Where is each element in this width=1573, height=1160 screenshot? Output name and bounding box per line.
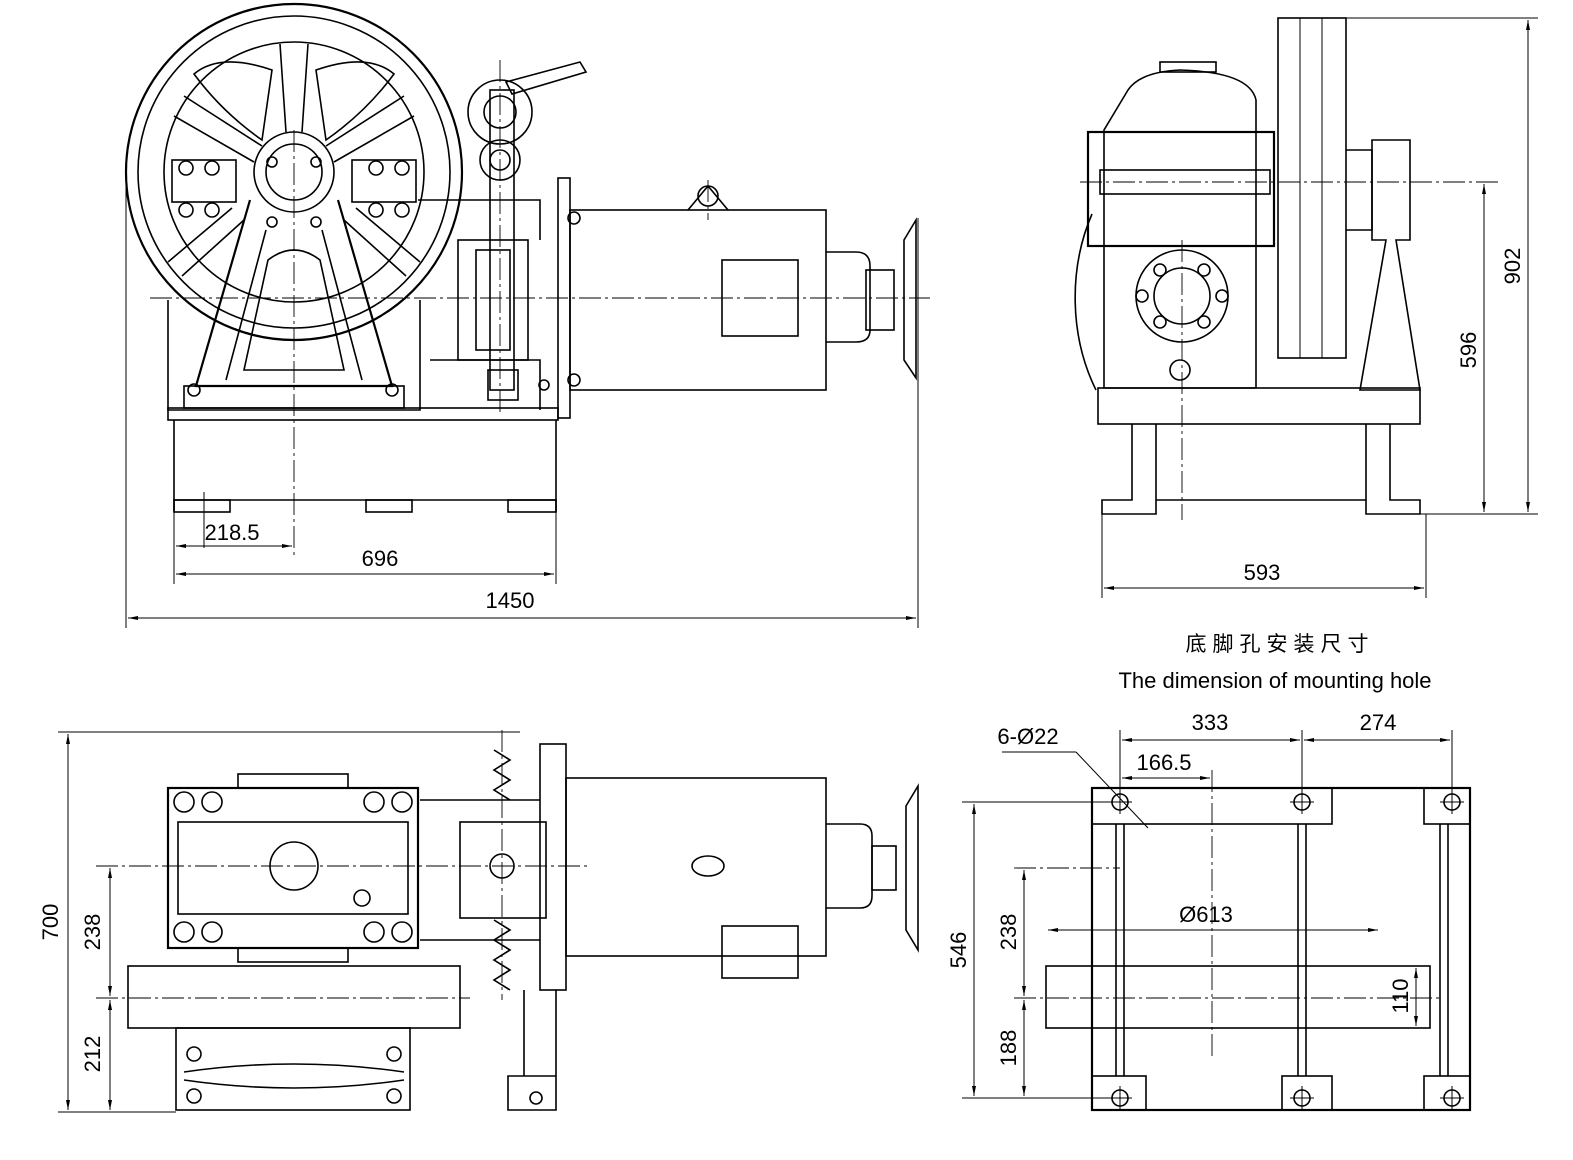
mount-dim-546: 546 [946, 932, 971, 969]
front-dimensions [125, 172, 919, 628]
side-view: 902 596 593 [1074, 17, 1538, 598]
mount-dim-238: 238 [996, 914, 1021, 951]
mounting-title-en: The dimension of mounting hole [1118, 668, 1432, 693]
top-dim-212: 212 [80, 1036, 105, 1073]
mounting-title-cn: 底脚孔安装尺寸 [1185, 632, 1375, 656]
base-frame [167, 407, 559, 513]
side-dim-593: 593 [1244, 560, 1281, 585]
mount-dim-274: 274 [1360, 710, 1397, 735]
mounting-dimensions [962, 730, 1453, 1099]
top-dim-238: 238 [80, 914, 105, 951]
front-view: 218.5 696 1450 [124, 2, 930, 628]
mount-dim-333: 333 [1192, 710, 1229, 735]
mount-dim-holes: 6-Ø22 [997, 724, 1058, 749]
top-view: 700 238 212 [38, 730, 919, 1113]
bearing-stand [183, 156, 405, 409]
side-dim-596: 596 [1456, 332, 1481, 369]
front-dim-696: 696 [362, 546, 399, 571]
mount-dim-166: 166.5 [1136, 750, 1191, 775]
mounting-holes [1108, 790, 1464, 1110]
mount-dim-110: 110 [1388, 978, 1413, 1013]
brake-assembly [418, 61, 588, 410]
mount-dim-188: 188 [996, 1030, 1021, 1067]
side-dimensions [1101, 17, 1538, 598]
top-dim-700: 700 [38, 904, 63, 941]
front-dim-218: 218.5 [204, 520, 259, 545]
mounting-plan: 6-Ø22 333 274 166.5 Ø613 546 238 188 110 [946, 710, 1472, 1112]
front-dim-1450: 1450 [486, 588, 535, 613]
side-dim-902: 902 [1500, 248, 1525, 285]
mount-dim-613: Ø613 [1179, 902, 1233, 927]
top-dimensions [58, 731, 520, 1113]
